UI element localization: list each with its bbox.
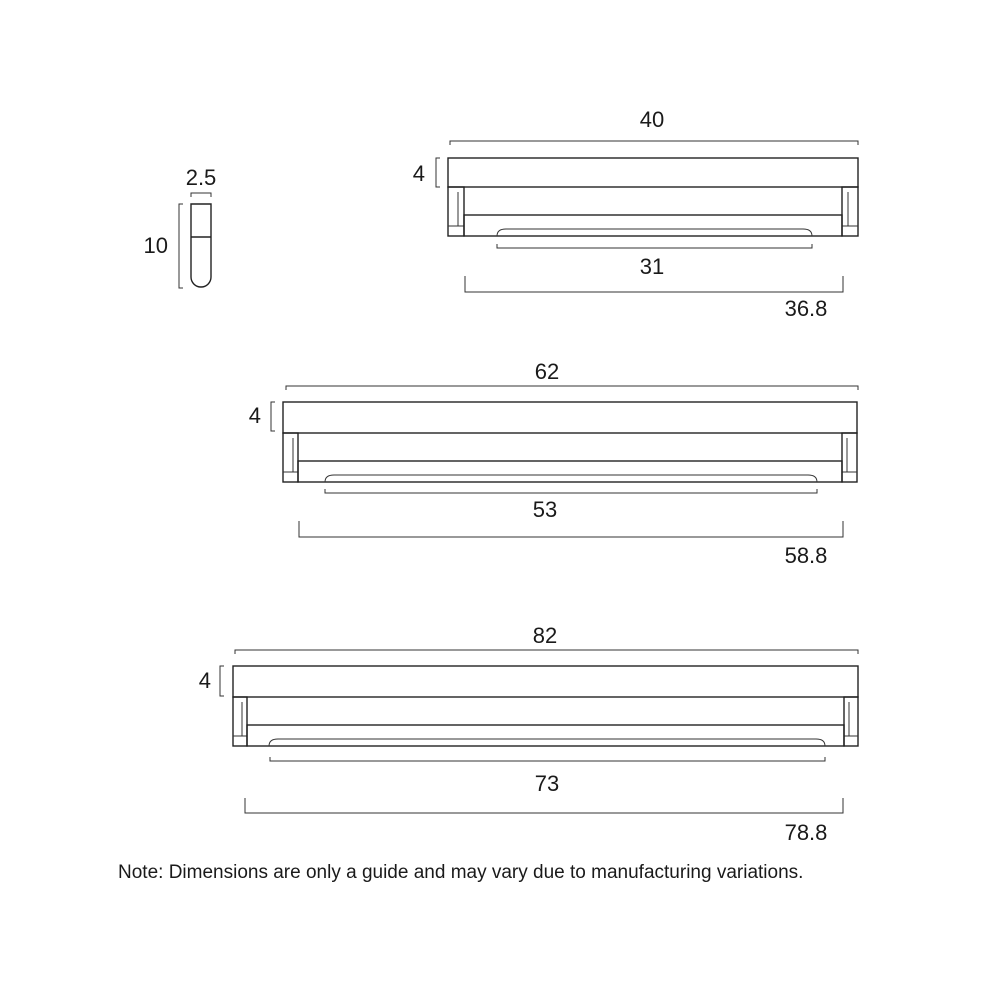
rail-40-height-dimension: [435, 157, 440, 188]
rail-82-right-bracket: [843, 696, 859, 747]
rail-62-height-label: 4: [249, 403, 261, 428]
rail-40-view: 40 4 31 36.8: [413, 107, 859, 321]
rail-62-overall-label: 58.8: [785, 543, 828, 568]
profile-height-label: 10: [144, 233, 168, 258]
profile-view: 2.5 10: [144, 165, 217, 289]
rail-62-length-dimension: [285, 385, 859, 390]
profile-width-label: 2.5: [186, 165, 217, 190]
rail-62-overall-dimension: [298, 521, 844, 538]
rail-40-bar: [463, 214, 843, 237]
rail-82-overall-dimension: [244, 798, 844, 814]
rail-82-view: 82 4 73 78.8: [199, 623, 859, 845]
rail-62-grip: [324, 474, 818, 483]
rail-62-top-bar: [282, 401, 858, 434]
rail-40-inner-label: 31: [640, 254, 664, 279]
rail-82-bar: [246, 724, 845, 747]
rail-62-right-bracket: [841, 432, 858, 483]
rail-62-height-dimension: [270, 401, 275, 432]
rail-40-overall-dimension: [464, 276, 844, 293]
rail-82-height-label: 4: [199, 668, 211, 693]
rail-82-left-bracket: [232, 696, 248, 747]
rail-62-left-bracket: [282, 432, 299, 483]
rail-40-grip: [496, 228, 813, 237]
rail-40-length-dimension: [449, 140, 859, 145]
rail-40-inner-dimension: [496, 244, 813, 249]
profile-outline: [190, 203, 212, 288]
rail-82-overall-label: 78.8: [785, 820, 828, 845]
rail-82-length-dimension: [234, 649, 859, 654]
rail-62-inner-label: 53: [533, 497, 557, 522]
disclaimer-note: Note: Dimensions are only a guide and ma…: [118, 862, 804, 883]
rail-40-overall-label: 36.8: [785, 296, 828, 321]
rail-40-top-bar: [447, 157, 859, 188]
rail-40-left-bracket: [447, 186, 465, 237]
rail-62-bar: [297, 460, 843, 483]
rail-82-inner-label: 73: [535, 771, 559, 796]
profile-height-dimension: [178, 203, 183, 289]
rail-40-height-label: 4: [413, 161, 425, 186]
rail-82-inner-dimension: [269, 757, 826, 762]
rail-82-grip: [268, 738, 826, 747]
rail-82-height-dimension: [219, 665, 224, 697]
rail-40-length-label: 40: [640, 107, 664, 132]
rail-82-top-bar: [232, 665, 859, 698]
profile-width-dimension: [190, 192, 212, 197]
rail-40-right-bracket: [841, 186, 859, 237]
rail-62-view: 62 4 53 58.8: [249, 359, 859, 568]
rail-82-length-label: 82: [533, 623, 557, 648]
rail-62-inner-dimension: [324, 489, 818, 494]
rail-62-length-label: 62: [535, 359, 559, 384]
